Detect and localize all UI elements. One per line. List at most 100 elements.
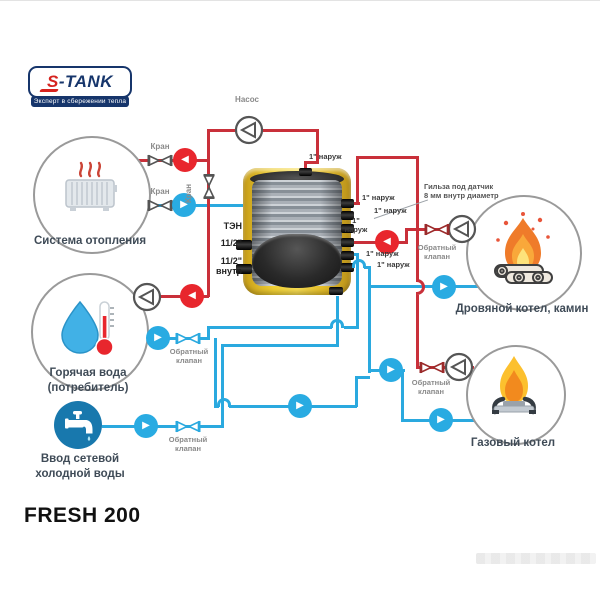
flow-arrow-right-icon: ▶ bbox=[172, 193, 196, 217]
pipe-port5-riser bbox=[356, 253, 359, 329]
pump-icon bbox=[447, 214, 477, 244]
pipe-tanktop-horizontal bbox=[304, 161, 319, 164]
pipe-wood-corner bbox=[405, 228, 408, 244]
check-valve-icon bbox=[419, 361, 445, 374]
pipe-gas-return-drop bbox=[401, 369, 404, 422]
pipe-boiler-return-vertical bbox=[368, 266, 371, 373]
gas-burner-icon bbox=[481, 352, 547, 427]
flow-arrow-right-icon: ▶ bbox=[146, 326, 170, 350]
flow-arrow-right-icon: ▶ bbox=[429, 408, 453, 432]
valve-label: Кран bbox=[150, 187, 170, 196]
flow-arrow-left-icon: ◀ bbox=[180, 284, 204, 308]
model-title: FRESH 200 bbox=[24, 504, 141, 527]
pipe-twin-riser-right bbox=[221, 344, 224, 428]
pump-icon bbox=[234, 115, 264, 145]
tank-port-right-6 bbox=[341, 263, 354, 272]
tank-left-port-label: 11/2" bbox=[220, 238, 242, 248]
logo-brand-s: S bbox=[47, 72, 59, 91]
pipe-mid-horizontal-b bbox=[344, 326, 358, 329]
hot-water-drop-icon bbox=[56, 296, 120, 365]
pump-icon bbox=[444, 352, 474, 382]
pipe-return-riser bbox=[355, 376, 358, 407]
pipe-low-horizontal-a bbox=[214, 405, 219, 408]
pipe-pumploop-right-leg bbox=[316, 129, 319, 164]
wood-boiler-label: Дровяной котел, камин bbox=[455, 303, 589, 315]
logo-brand-rest: -TANK bbox=[58, 72, 113, 91]
pipe-port6-stub-b bbox=[364, 266, 371, 269]
pipe-boiler-vertical-b bbox=[416, 295, 419, 369]
tank-right-port-label: 1"наруж bbox=[344, 216, 368, 234]
pipe-boiler-vertical-a bbox=[416, 156, 419, 281]
pipe-port1-riser bbox=[356, 156, 359, 205]
tank-right-port-label: 1" наруж bbox=[362, 193, 395, 202]
hot-water-label: Горячая вода(потребитель) bbox=[47, 367, 129, 394]
tank-left-port-label: 11/2"внутр bbox=[216, 256, 242, 276]
flow-arrow-left-icon: ◀ bbox=[173, 148, 197, 172]
watermark bbox=[476, 553, 596, 564]
pipe-crossover bbox=[330, 319, 344, 328]
pipe-tanktop-stub bbox=[304, 161, 307, 173]
pipe-coldwater-in bbox=[102, 425, 223, 428]
valve-icon bbox=[147, 154, 173, 167]
tank-port-left-1 bbox=[236, 240, 252, 250]
tank-port-top bbox=[299, 168, 312, 176]
tank-port-right-4 bbox=[341, 238, 354, 247]
flow-arrow-right-icon: ▶ bbox=[432, 275, 456, 299]
flow-arrow-left-icon: ◀ bbox=[375, 230, 399, 254]
pipe-crossover bbox=[352, 259, 366, 268]
flow-arrow-right-icon: ▶ bbox=[379, 358, 403, 382]
flow-arrow-right-icon: ▶ bbox=[288, 394, 312, 418]
heating-system-label: Система отопления bbox=[33, 235, 147, 247]
s-tank-logo: S-TANK Эксперт в сбережении тепла bbox=[28, 66, 132, 108]
pipe-main-vertical bbox=[207, 129, 210, 297]
pipe-riser-a bbox=[207, 326, 210, 340]
campfire-icon bbox=[486, 210, 560, 293]
tank-port-right-5 bbox=[341, 251, 354, 260]
logo-swoosh bbox=[39, 89, 59, 92]
tank-right-port-label: 1" наруж bbox=[377, 260, 410, 269]
pipe-hotwater-supply bbox=[145, 295, 209, 298]
tank-heater-label: ТЭН bbox=[223, 221, 242, 231]
pipe-top-right-horizontal bbox=[356, 156, 419, 159]
tank-lower-chamber bbox=[252, 234, 342, 288]
check-valve-icon bbox=[175, 420, 201, 433]
pump-icon bbox=[132, 282, 162, 312]
valve-label: Кран bbox=[184, 183, 193, 203]
check-valve-icon bbox=[175, 332, 201, 345]
valve-icon bbox=[147, 199, 173, 212]
pipe-heating-return bbox=[146, 204, 246, 207]
pipe-return-riser-jog bbox=[355, 376, 370, 379]
pipe-cold-horizontal bbox=[221, 344, 339, 347]
pipe-mid-horizontal-a bbox=[208, 326, 332, 329]
page-border bbox=[0, 0, 600, 1]
faucet-icon bbox=[62, 409, 94, 448]
tank-port-bottom bbox=[329, 287, 343, 295]
tank-port-right-3 bbox=[341, 224, 354, 233]
tank-right-port-label: 1" наруж bbox=[366, 249, 399, 258]
tank-top-port-label: 1" наруж bbox=[309, 152, 342, 161]
tank-right-port-label: 1" наруж bbox=[374, 206, 407, 215]
check-valve-icon bbox=[424, 223, 450, 236]
tank-port-right-1 bbox=[341, 199, 354, 208]
valve-icon bbox=[203, 174, 216, 200]
pipe-port1-stub bbox=[348, 202, 360, 205]
gas-boiler-label: Газовый котел bbox=[470, 437, 556, 449]
tank-port-left-2 bbox=[236, 264, 252, 274]
pipe-crossover bbox=[217, 398, 231, 407]
valve-label: Кран bbox=[150, 142, 170, 151]
logo-box: S-TANK bbox=[28, 66, 132, 98]
pipe-crossover bbox=[416, 279, 425, 295]
tank-port-right-2 bbox=[341, 211, 354, 220]
flow-arrow-right-icon: ▶ bbox=[134, 414, 158, 438]
logo-tagline: Эксперт в сбережении тепла bbox=[31, 96, 129, 107]
pump-label: Насос bbox=[235, 95, 259, 104]
buffer-tank bbox=[236, 168, 354, 295]
radiator-icon bbox=[58, 158, 122, 221]
